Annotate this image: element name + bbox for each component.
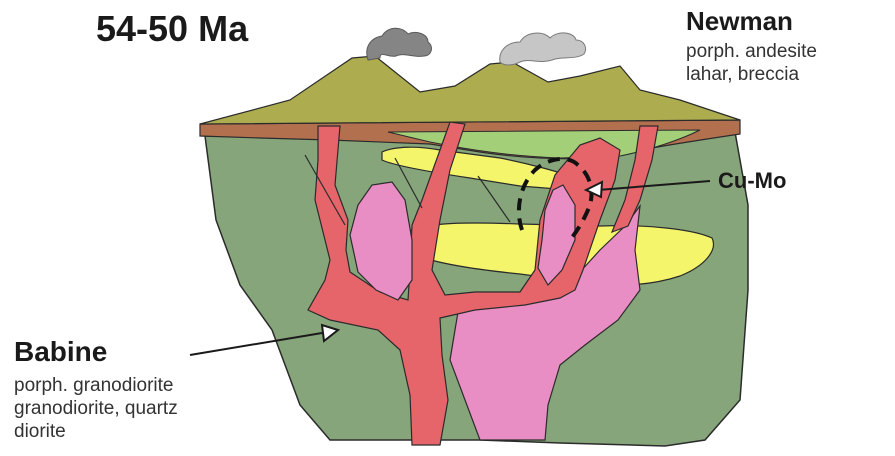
volcanic-plume-light xyxy=(500,33,586,65)
newman-desc-line-2: lahar, breccia xyxy=(686,63,799,86)
babine-desc-line-2: granodiorite, quartz xyxy=(14,397,178,420)
volcanic-plume-dark xyxy=(367,28,432,60)
cu-mo-label: Cu-Mo xyxy=(718,168,786,194)
age-title: 54-50 Ma xyxy=(96,8,248,50)
babine-label: Babine xyxy=(14,336,107,368)
babine-desc-line-3: diorite xyxy=(14,420,66,443)
newman-label: Newman xyxy=(686,6,793,37)
newman-desc-line-1: porph. andesite xyxy=(686,40,817,63)
volcanic-cover xyxy=(200,56,740,124)
babine-desc-line-1: porph. granodiorite xyxy=(14,374,174,397)
